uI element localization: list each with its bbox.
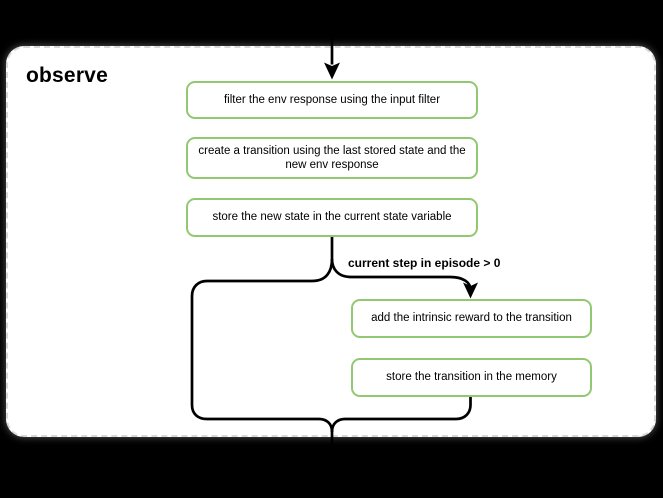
node-store-transition: store the transition in the memory xyxy=(351,358,592,397)
node-store-new-state: store the new state in the current state… xyxy=(186,198,478,237)
node-filter-env-response: filter the env response using the input … xyxy=(186,81,478,119)
condition-label: current step in episode > 0 xyxy=(348,256,501,270)
node-label: create a transition using the last store… xyxy=(198,144,466,171)
node-label: store the new state in the current state… xyxy=(212,211,452,224)
node-label: add the intrinsic reward to the transiti… xyxy=(371,312,572,325)
node-add-intrinsic-reward: add the intrinsic reward to the transiti… xyxy=(351,299,592,338)
group-title: observe xyxy=(26,64,108,87)
node-label: store the transition in the memory xyxy=(386,371,557,384)
node-create-transition: create a transition using the last store… xyxy=(186,137,478,179)
node-label: filter the env response using the input … xyxy=(223,93,441,106)
